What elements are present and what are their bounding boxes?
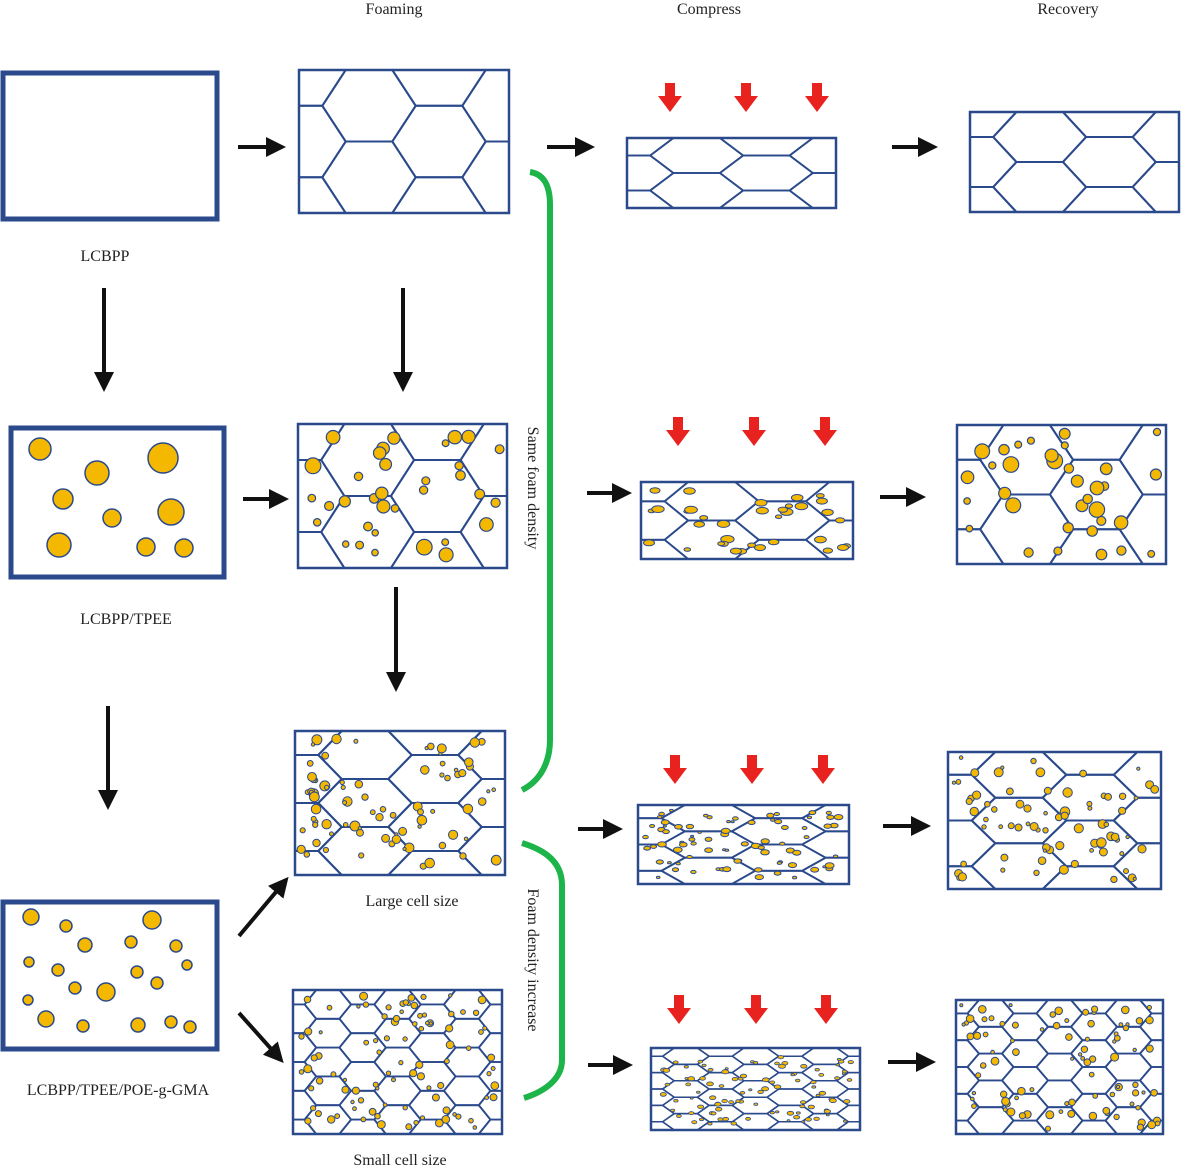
recovered-large-cell-block: [946, 750, 1163, 891]
compression-arrow-4: [666, 417, 690, 446]
compression-arrow-1: [658, 83, 682, 112]
bracket-foam-density-increase: [521, 840, 565, 1101]
arrow-to-large-cell: [237, 876, 289, 938]
recovered-lcbpp-tpee-block: [955, 423, 1168, 566]
compression-arrow-11: [744, 995, 768, 1024]
sample-lcbpp-tpee-block: [8, 425, 227, 580]
compression-arrow-9: [811, 755, 835, 784]
compression-arrow-10: [667, 995, 691, 1024]
compressed-lcbpp-tpee-block: [639, 480, 855, 561]
bracket-same-foam-density: [520, 169, 553, 793]
foam-small-cell-block: [291, 988, 504, 1136]
recovered-small-cell-block: [954, 998, 1165, 1136]
compression-arrow-8: [740, 755, 764, 784]
foam-lcbpp-block: [297, 68, 511, 215]
label-small-cell-size: Small cell size: [353, 1152, 446, 1168]
header-foaming: Foaming: [366, 1, 423, 18]
header-recovery: Recovery: [1037, 1, 1098, 18]
recovered-lcbpp-block: [968, 110, 1181, 214]
label-large-cell-size: Large cell size: [366, 893, 459, 910]
compression-arrow-6: [813, 417, 837, 446]
compression-arrow-5: [742, 417, 766, 446]
compressed-lcbpp-block: [625, 136, 838, 210]
compression-arrow-12: [814, 995, 838, 1024]
sample-lcbpp-tpee-poe-block: [0, 899, 220, 1052]
compression-arrow-3: [805, 83, 829, 112]
label-lcbpp: LCBPP: [81, 248, 130, 265]
compression-arrow-2: [734, 83, 758, 112]
label-same-foam-density: Same foam density: [524, 427, 541, 550]
compression-arrow-7: [663, 755, 687, 784]
label-lcbpp-tpee: LCBPP/TPEE: [80, 611, 172, 628]
foam-lcbpp-tpee-block: [296, 422, 509, 570]
header-compress: Compress: [677, 1, 741, 18]
foam-large-cell-block: [293, 729, 507, 877]
label-foam-density-increase: Foam density increase: [524, 888, 541, 1031]
compressed-large-cell-block: [636, 803, 851, 886]
sample-lcbpp-block: [0, 70, 220, 222]
label-lcbpp-tpee-poe: LCBPP/TPEE/POE-g-GMA: [27, 1082, 210, 1099]
arrow-to-small-cell: [237, 1011, 284, 1063]
compressed-small-cell-block: [649, 1046, 862, 1132]
